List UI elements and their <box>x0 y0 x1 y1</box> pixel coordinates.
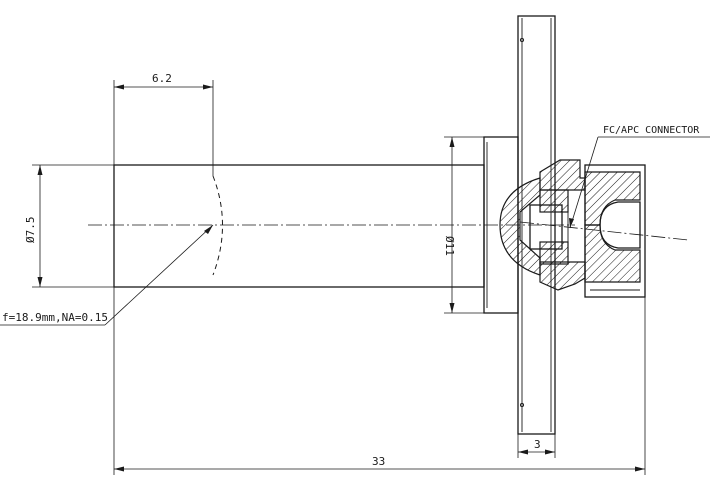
output-axis <box>519 221 689 241</box>
dim-label-flange: 3 <box>534 438 541 451</box>
fc-nut-outline <box>584 164 646 298</box>
dim-label-top: 6.2 <box>152 72 172 85</box>
dim-label-mid: Ø11 <box>443 236 456 256</box>
ferrule <box>529 204 563 250</box>
collimator-tube <box>113 164 485 288</box>
connector-leader <box>569 136 599 229</box>
ferrule-holder-lower <box>539 241 569 265</box>
ferrule-holder <box>539 189 569 213</box>
fc-nut-upper <box>584 171 641 226</box>
connector-body-upper <box>539 159 586 191</box>
lens-leader <box>104 224 214 326</box>
dim-label-overall: 33 <box>372 455 385 468</box>
connector-body-lower <box>539 261 586 291</box>
lens-spec-label: f=18.9mm,NA=0.15 <box>2 311 108 324</box>
dim-label-left: Ø7.5 <box>24 217 37 244</box>
lens-focal-arc <box>212 175 223 276</box>
connector-label: FC/APC CONNECTOR <box>603 125 700 136</box>
fc-nut-lower <box>584 224 641 283</box>
connector-ball <box>499 177 541 276</box>
